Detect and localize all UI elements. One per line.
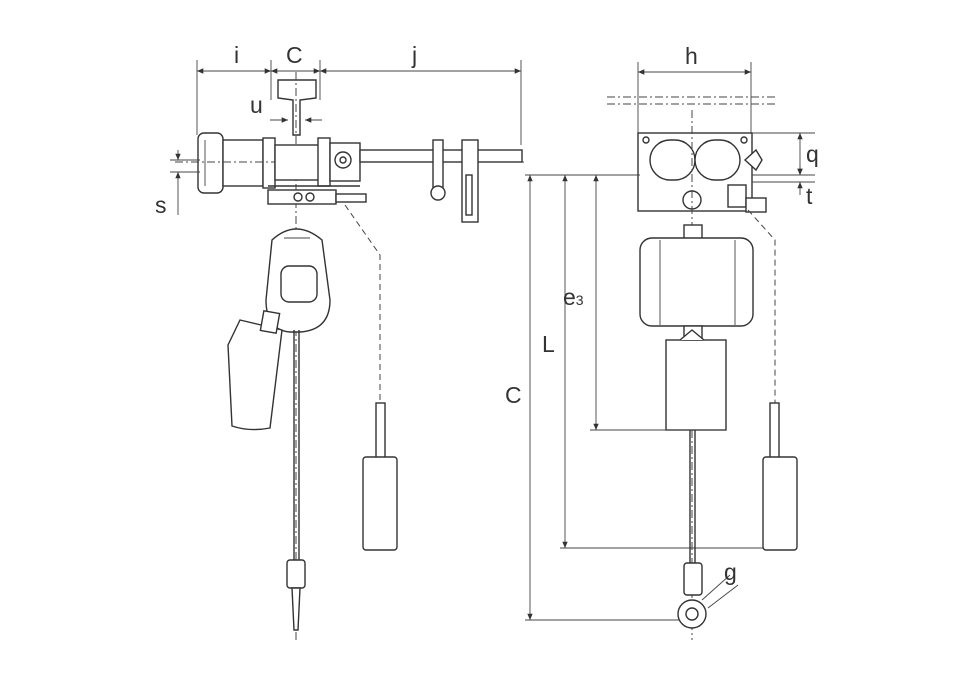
label-c-top: C <box>286 42 303 68</box>
label-q: q <box>806 141 819 167</box>
dimension-i-c-j <box>196 60 522 145</box>
front-view: h q t <box>505 43 819 640</box>
pendant-switch-front <box>762 402 798 551</box>
side-view: i C j u <box>155 42 525 640</box>
label-h: h <box>685 43 698 69</box>
i-beam-section <box>277 72 317 640</box>
pendant-switch-side <box>362 402 398 551</box>
label-c: C <box>505 382 522 408</box>
hoist-body-side <box>265 228 331 333</box>
hook-front <box>677 562 739 629</box>
label-j: j <box>411 42 417 68</box>
trolley-front <box>637 110 767 640</box>
label-e3: e3 <box>563 284 584 310</box>
controller-box <box>227 309 283 431</box>
hoist-body-front <box>639 224 754 431</box>
label-l: L <box>542 331 555 357</box>
label-s: s <box>155 192 167 218</box>
label-u: u <box>250 92 263 118</box>
label-g: g <box>724 559 737 585</box>
hook-side <box>286 559 306 631</box>
cable-hangers <box>430 139 479 223</box>
label-i: i <box>234 42 239 68</box>
label-t: t <box>806 183 813 209</box>
trolley-frame <box>267 137 523 205</box>
